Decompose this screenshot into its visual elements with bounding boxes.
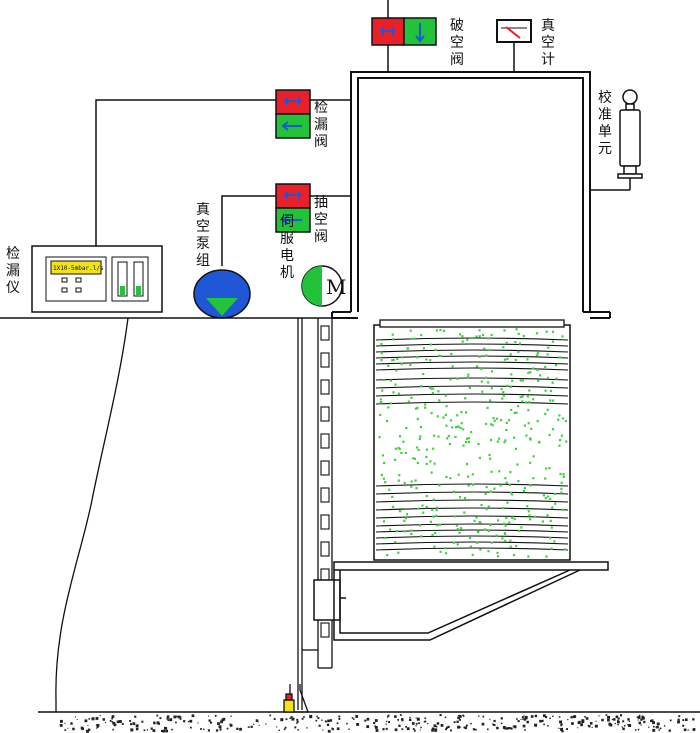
- evacuation-valve[interactable]: [275, 183, 311, 233]
- lift-column: [297, 318, 333, 710]
- calibration-unit-label: 校准单元: [598, 89, 612, 157]
- vacuum-pump-label: 真空泵组: [196, 202, 210, 269]
- leak-detector-label: 检漏仪: [6, 246, 20, 296]
- detector-hose: [55, 317, 129, 712]
- drum-ribs: [375, 337, 569, 551]
- servo-motor-label: 伺服电机: [280, 214, 294, 281]
- leak-rate-display: 1X10-5mbar.l/s: [53, 265, 104, 272]
- leak-detector-instrument: [31, 245, 163, 313]
- leak-detection-valve[interactable]: [275, 89, 311, 139]
- motor-letter: M: [326, 275, 346, 299]
- vacuum-chamber: [331, 71, 611, 319]
- test-drum: [373, 319, 571, 561]
- servo-motor-icon: M: [301, 265, 346, 307]
- pump-pipe: [221, 195, 351, 266]
- lifting-tray: [333, 561, 609, 641]
- leak-tracer-dots: [378, 328, 568, 558]
- lift-carriage: [313, 579, 346, 621]
- vacuum-gauge-label: 真空计: [541, 18, 555, 68]
- ground-texture: [59, 714, 696, 733]
- vacuum-pump-icon: [193, 269, 251, 319]
- calibration-unit-icon: [590, 89, 643, 191]
- leak-detection-valve-label: 检漏阀: [314, 100, 328, 150]
- column-foot: [283, 684, 309, 713]
- leak-detector-pipe: [95, 99, 351, 246]
- evacuation-valve-label: 抽空阀: [314, 195, 328, 245]
- vacuum-break-valve[interactable]: [371, 0, 437, 72]
- vacuum-gauge-icon: [496, 19, 532, 72]
- vacuum-break-valve-label: 破空阀: [450, 18, 464, 68]
